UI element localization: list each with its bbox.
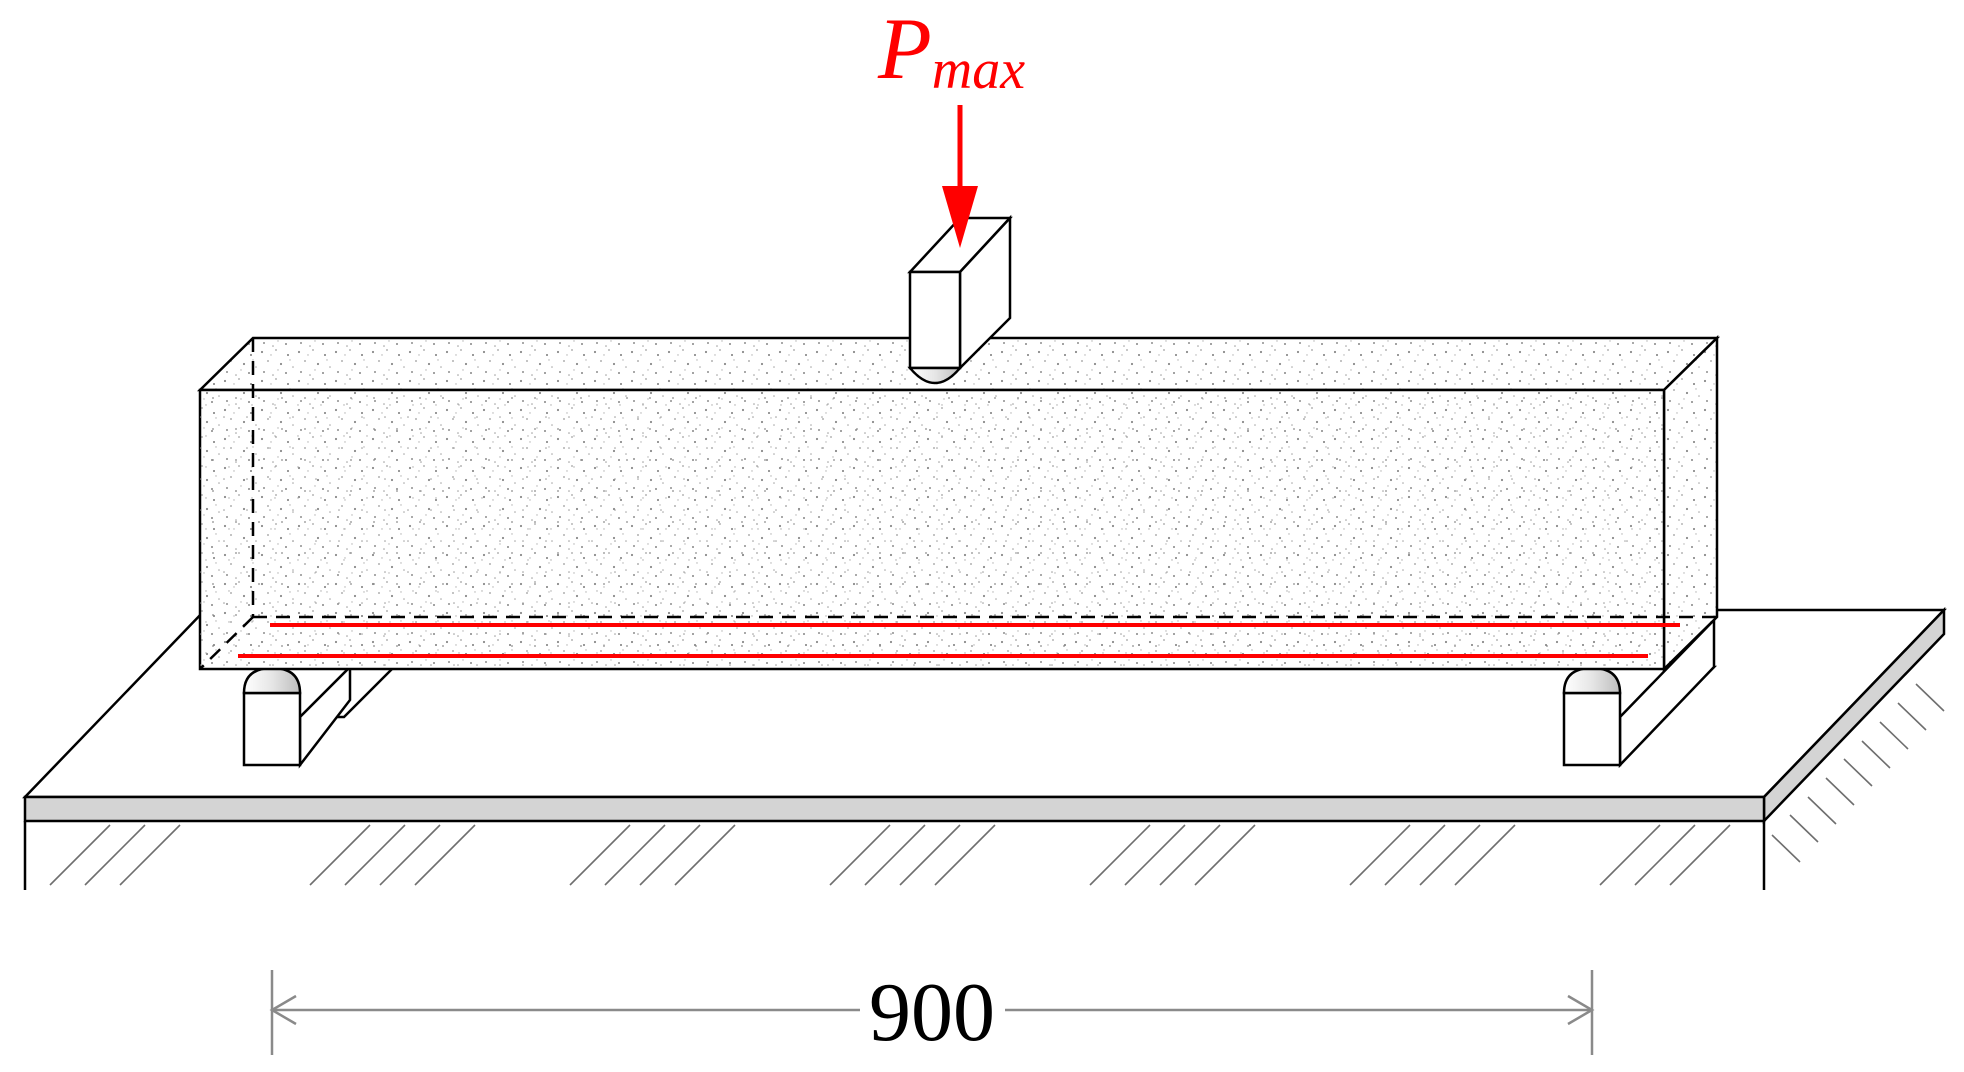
- dimension-arrow-right: [1567, 994, 1595, 1026]
- base-plate-front-edge: [23, 795, 1766, 823]
- ground-hatching-front: [49, 824, 1731, 886]
- loading-block: [907, 214, 1013, 385]
- load-arrow: [942, 105, 978, 248]
- beam-hidden-corner-edge: [199, 616, 254, 670]
- beam-right-face: [1662, 335, 1719, 672]
- span-dimension: [269, 970, 1595, 1055]
- right-support: [1562, 616, 1718, 769]
- ground-hatching-side: [1771, 683, 1945, 863]
- concrete-beam: [196, 335, 1721, 672]
- load-label: Pmax: [877, 1, 1025, 101]
- span-dimension-label: 900: [869, 966, 995, 1059]
- dimension-arrow-left: [269, 994, 297, 1026]
